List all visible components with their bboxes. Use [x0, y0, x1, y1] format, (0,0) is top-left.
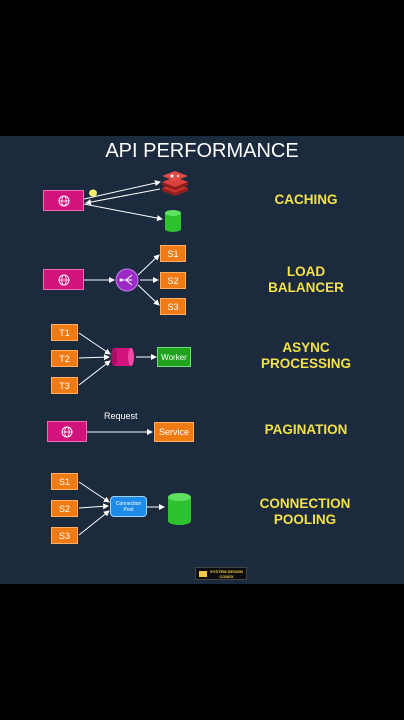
cache-database-icon [165, 210, 181, 232]
lb-server-s1: S1 [160, 245, 186, 262]
connection-pool-box: Connection Pool [110, 496, 147, 517]
client-box-caching [43, 190, 84, 211]
pool-database-icon [168, 493, 191, 525]
pool-arrow-s3 [78, 510, 110, 536]
async-arrow-t2 [78, 354, 110, 361]
brand-logo: SYSTEM DESIGN CODEX [195, 567, 247, 580]
lb-server-s2: S2 [160, 272, 186, 289]
async-arrow-t1 [78, 332, 111, 355]
label-line: LOAD [286, 264, 326, 279]
pool-server-s2: S2 [51, 500, 78, 517]
globe-icon [58, 274, 69, 285]
cache-arrow-to-redis [83, 180, 161, 200]
globe-icon [58, 195, 69, 206]
service-box: Service [154, 422, 194, 442]
label-line: PROCESSING [260, 356, 352, 371]
label-line: ASYNC [282, 340, 330, 355]
pool-server-s3: S3 [51, 527, 78, 544]
logo-line: SYSTEM DESIGN [210, 568, 243, 574]
label-line: POOLING [273, 512, 337, 527]
task-t3: T3 [51, 377, 78, 394]
label-line: BALANCER [268, 280, 344, 295]
pool-text-line: Connection [115, 500, 142, 507]
worker-box: Worker [157, 347, 191, 367]
label-caching: CACHING [274, 192, 338, 207]
queue-icon [111, 348, 134, 366]
task-t1: T1 [51, 324, 78, 341]
request-label: Request [104, 411, 138, 421]
lb-arrow-s1 [137, 254, 160, 276]
async-arrow-t3 [78, 360, 111, 386]
label-load-balancer: LOAD BALANCER [256, 264, 356, 296]
label-async: ASYNC PROCESSING [256, 340, 356, 372]
cache-dot-icon [89, 189, 97, 197]
pool-server-s1: S1 [51, 473, 78, 490]
pool-text-line: Pool [123, 506, 134, 513]
cache-arrow-from-redis [85, 188, 161, 206]
lb-arrow-s3 [137, 284, 160, 306]
load-balancer-icon [115, 268, 139, 292]
label-line: CONNECTION [259, 496, 351, 511]
lb-server-s3: S3 [160, 298, 186, 315]
redis-icon [162, 171, 188, 196]
client-box-pagination [47, 421, 87, 442]
label-pooling: CONNECTION POOLING [250, 496, 360, 528]
cache-arrow-to-db [83, 203, 163, 222]
logo-line: CODEX [219, 573, 234, 579]
pool-arrow-s2 [78, 503, 109, 510]
page-title: API PERFORMANCE [105, 140, 299, 162]
globe-icon [61, 426, 73, 437]
book-icon [199, 570, 208, 577]
pool-arrow-s1 [78, 481, 110, 503]
task-t2: T2 [51, 350, 78, 367]
client-box-lb [43, 269, 84, 290]
label-pagination: PAGINATION [264, 422, 348, 437]
